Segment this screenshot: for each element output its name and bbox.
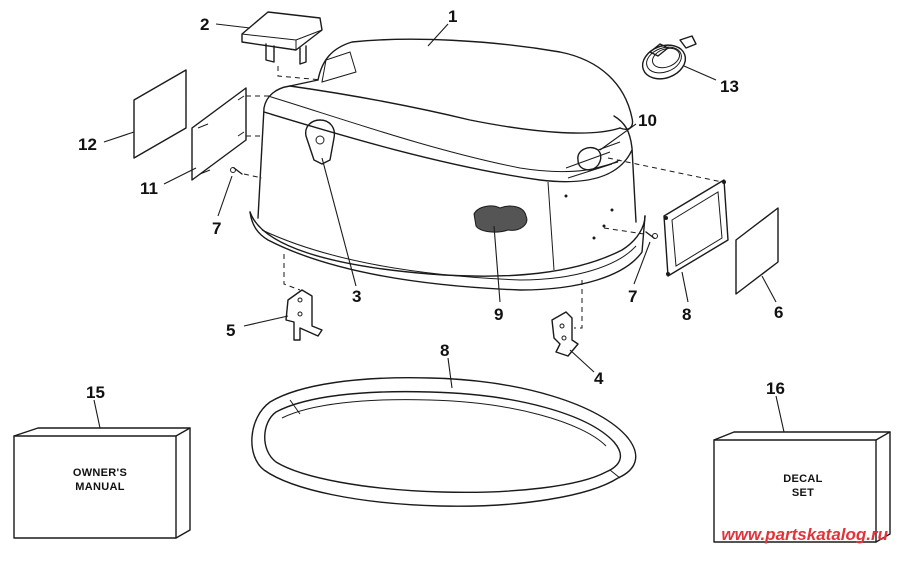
callout-2: 2	[200, 15, 209, 34]
decal-set-line1: DECAL	[783, 473, 822, 485]
callout-7-right: 7	[628, 287, 637, 306]
callout-1: 1	[448, 7, 457, 26]
screw-7-right	[603, 227, 658, 239]
bracket-4	[551, 280, 583, 357]
callout-8: 8	[682, 305, 691, 324]
cable-14	[641, 35, 697, 80]
callout-7-left: 7	[212, 219, 221, 238]
sheet-13	[133, 69, 187, 159]
callout-3: 3	[352, 287, 361, 306]
callout-13: 12	[78, 135, 97, 154]
decal-set-box: DECAL SET	[713, 431, 891, 543]
callout-labels: 2 1 13 10 12 11 7 3 9 7 8 6 5 4 8 15 16	[78, 7, 785, 402]
decal-set-line2: SET	[792, 487, 814, 499]
callout-6: 6	[774, 303, 783, 322]
plate-12	[191, 87, 272, 181]
motor-cover	[249, 38, 646, 291]
watermark-text: www.partskatalog.ru	[721, 525, 888, 544]
callout-14: 13	[720, 77, 739, 96]
callout-4: 4	[594, 369, 604, 388]
callout-16: 16	[766, 379, 785, 398]
owners-manual-box: OWNER'S MANUAL	[13, 427, 191, 539]
callout-5: 5	[226, 321, 235, 340]
screw-7-left	[230, 167, 263, 179]
callout-9: 8	[440, 341, 449, 360]
callout-10: 9	[494, 305, 503, 324]
sheet-6	[735, 207, 779, 295]
owners-manual-line1: OWNER'S	[73, 467, 127, 479]
leader-lines	[93, 23, 785, 433]
callout-11: 10	[638, 111, 657, 130]
callout-15: 15	[86, 383, 105, 402]
frame-8	[607, 157, 729, 277]
cap-part-2	[241, 11, 323, 81]
bracket-5	[283, 254, 323, 341]
cover-decal-10	[473, 205, 528, 233]
seal-9	[251, 377, 637, 507]
owners-manual-line2: MANUAL	[75, 481, 124, 493]
callout-12: 11	[140, 179, 158, 198]
